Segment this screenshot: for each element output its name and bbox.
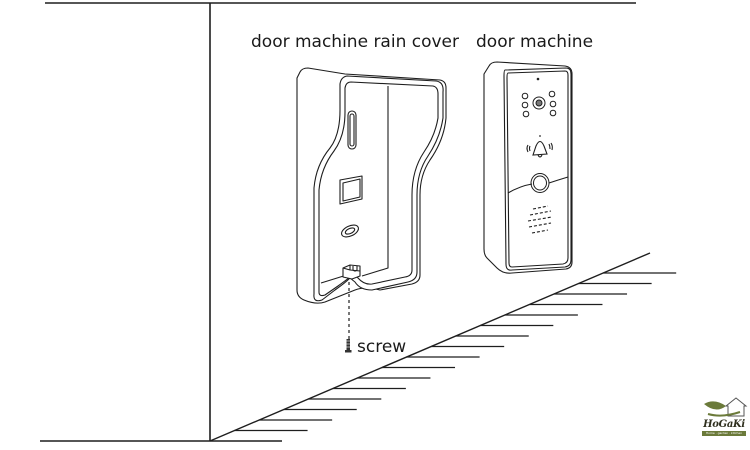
screw-label: screw (357, 337, 407, 357)
speaker-grille-icon (527, 205, 553, 234)
ir-led-array (521, 90, 557, 118)
door-machine (483, 61, 573, 274)
logo-tagline: Home · garden · kitchen (702, 431, 746, 436)
bell-icon (526, 135, 553, 158)
call-button-icon (530, 173, 550, 193)
floor-diagonal (209, 252, 651, 442)
microphone-dot (536, 77, 540, 81)
rain-cover-label: door machine rain cover (251, 32, 460, 52)
rain-cover (296, 67, 447, 304)
leaf-house-icon (704, 397, 748, 417)
screw-icon (345, 339, 352, 353)
door-machine-label: door machine (476, 32, 594, 52)
camera-lens-icon (532, 96, 546, 110)
logo-wordmark: HoGaKi (703, 419, 745, 430)
brand-logo: HoGaKi Home · garden · kitchen (700, 396, 748, 440)
floor-hatching (234, 272, 677, 432)
